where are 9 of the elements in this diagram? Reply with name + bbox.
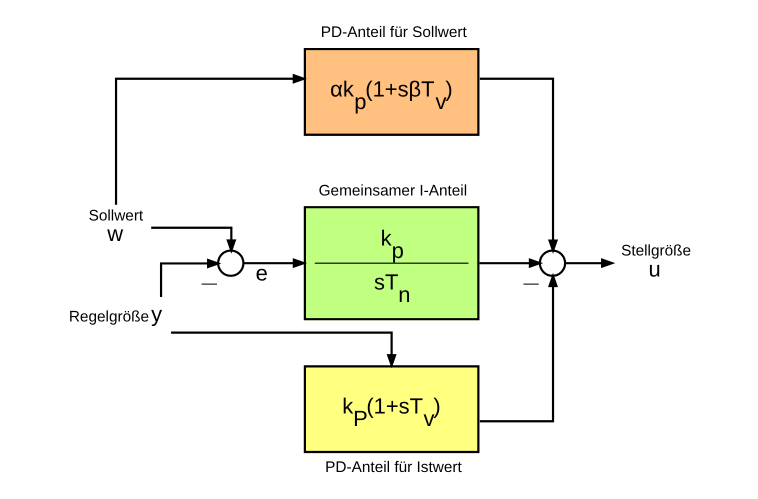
node-label: — (202, 274, 218, 292)
node-label: — (523, 274, 539, 292)
node-label: PD-Anteil für Istwert (325, 458, 462, 476)
node-text: Regelgrößey (68, 300, 162, 326)
node-text: Stellgröße u (621, 242, 692, 281)
node-text: Sollwert w (88, 207, 144, 246)
node-label: PD-Anteil für Sollwert (320, 24, 467, 41)
node-label: Gemeinsamer I-Anteil (318, 182, 468, 199)
edge-label: e (256, 260, 268, 286)
